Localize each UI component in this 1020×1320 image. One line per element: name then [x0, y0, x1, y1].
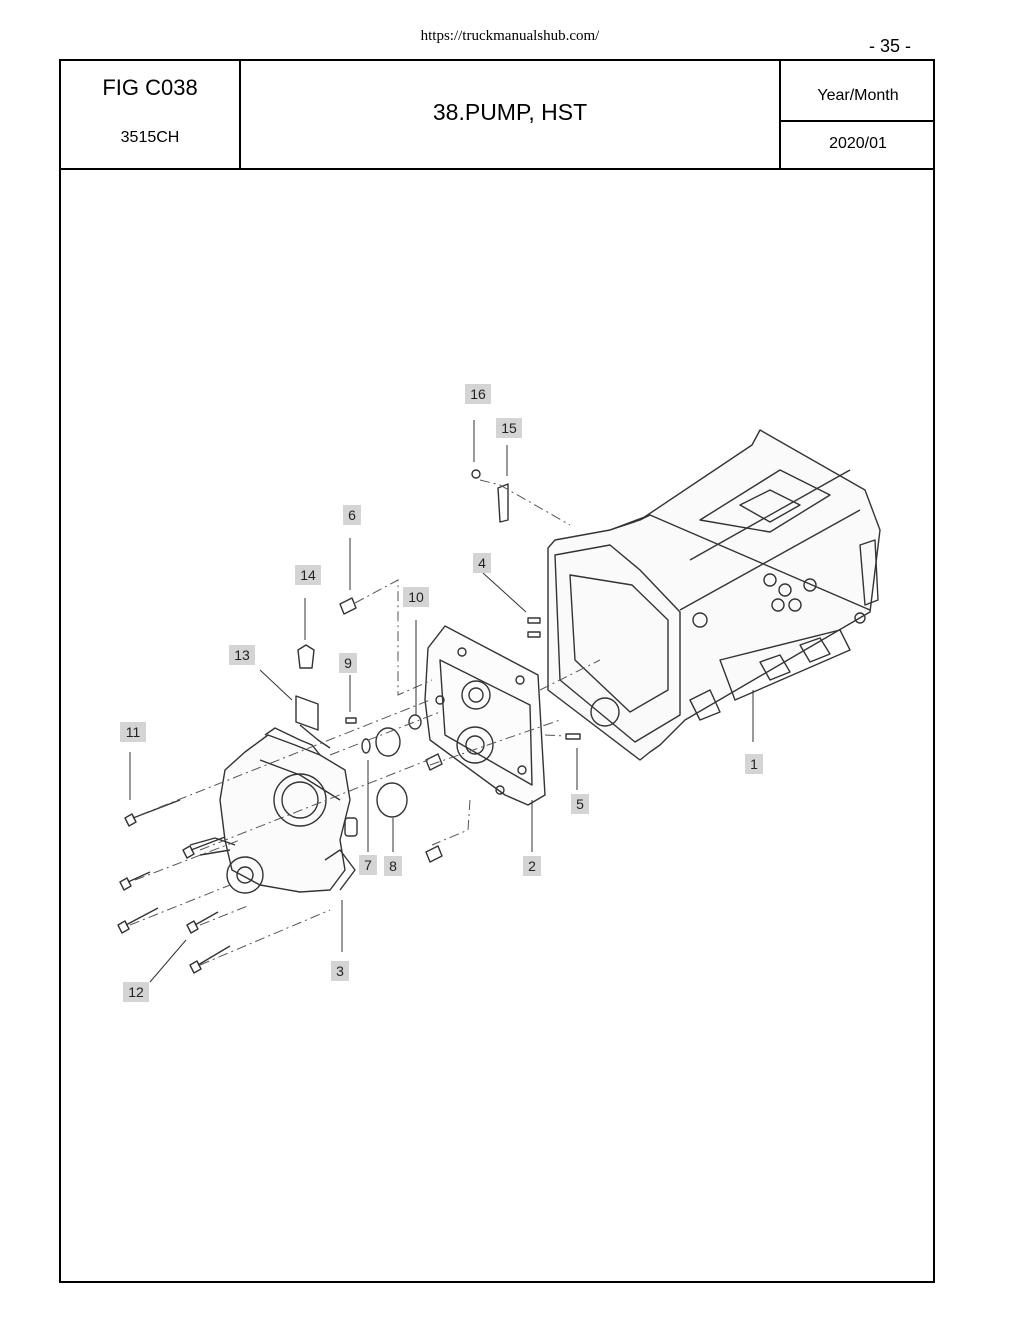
date-divider [781, 120, 935, 122]
callout-12: 12 [123, 982, 149, 1002]
svg-text:8: 8 [389, 858, 397, 874]
title-cell: 38.PUMP, HST [241, 61, 781, 168]
o-ring-10 [408, 714, 422, 730]
header-divider [61, 168, 933, 170]
plug-bolt [471, 469, 481, 479]
bolt-cover-upper [425, 753, 443, 771]
svg-text:12: 12 [128, 984, 144, 1000]
callout-2: 2 [523, 856, 541, 876]
callout-15: 15 [496, 418, 522, 438]
figure-id-cell: FIG C038 3515CH [61, 61, 241, 168]
hst-pump [189, 724, 358, 894]
callout-1: 1 [745, 754, 763, 774]
callout-4: 4 [473, 553, 491, 573]
svg-text:15: 15 [501, 420, 517, 436]
callout-11: 11 [120, 722, 146, 742]
callout-6: 6 [343, 505, 361, 525]
transmission-case [547, 429, 881, 761]
page-frame: FIG C038 3515CH 38.PUMP, HST Year/Month … [59, 59, 935, 1283]
callout-5: 5 [571, 794, 589, 814]
svg-text:16: 16 [470, 386, 486, 402]
dowel-pin-5 [565, 733, 581, 740]
svg-text:9: 9 [344, 655, 352, 671]
year-month-label: Year/Month [817, 87, 899, 104]
svg-text:10: 10 [408, 589, 424, 605]
svg-text:6: 6 [348, 507, 356, 523]
svg-text:4: 4 [478, 555, 486, 571]
svg-text:13: 13 [234, 647, 250, 663]
source-url: https://truckmanualshub.com/ [420, 28, 600, 44]
callout-9: 9 [339, 653, 357, 673]
callout-10: 10 [403, 587, 429, 607]
page-title: 38.PUMP, HST [432, 99, 588, 125]
svg-text:14: 14 [300, 567, 316, 583]
dowel-pin-b [527, 631, 541, 638]
model-code: 3515CH [120, 129, 180, 146]
alignment-lines [129, 479, 601, 966]
callout-8: 8 [384, 856, 402, 876]
dowel-pin-a [527, 617, 541, 624]
bolt-cover-lower [425, 845, 443, 863]
bolt-6 [339, 597, 357, 615]
svg-text:11: 11 [126, 724, 141, 740]
callout-3: 3 [331, 961, 349, 981]
leader-lines [129, 420, 754, 983]
figure-number: FIG C038 [102, 75, 198, 100]
cover-plate [424, 625, 546, 806]
callout-13: 13 [229, 645, 255, 665]
filter-fitting [295, 695, 319, 731]
svg-text:5: 5 [576, 796, 584, 812]
callout-16: 16 [465, 384, 491, 404]
bracket [497, 483, 509, 523]
svg-text:7: 7 [364, 857, 372, 873]
svg-text:1: 1 [750, 756, 758, 772]
svg-text:2: 2 [528, 858, 536, 874]
pump-mounting-bolts [117, 799, 231, 974]
date-cell: Year/Month 2020/01 [781, 61, 935, 168]
callout-14: 14 [295, 565, 321, 585]
dowel-pin-9 [345, 717, 357, 724]
svg-text:3: 3 [336, 963, 344, 979]
callout-7: 7 [359, 855, 377, 875]
o-ring-large [376, 782, 408, 818]
page-number: - 35 - [868, 36, 911, 56]
o-ring-small [361, 738, 371, 754]
elbow-fitting [297, 644, 315, 669]
year-month-value: 2020/01 [829, 135, 887, 152]
o-ring-medium [375, 727, 401, 757]
